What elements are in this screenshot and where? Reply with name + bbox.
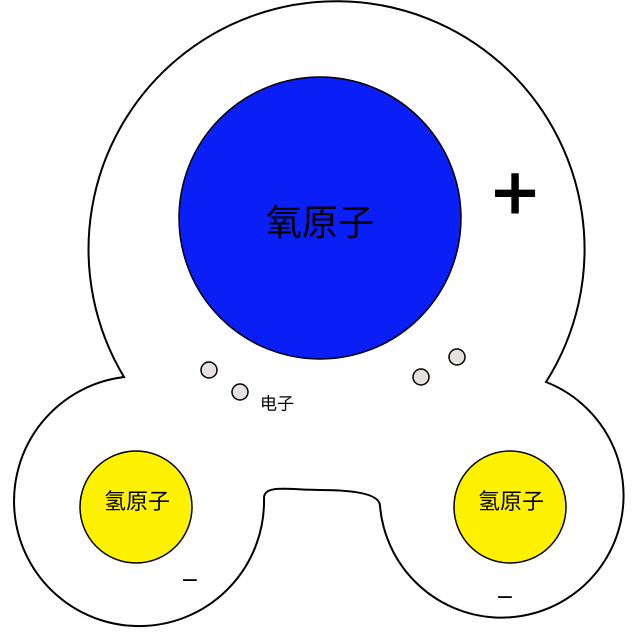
electron-label: 电子 [260,395,294,415]
hydrogen-atom-right [453,450,567,564]
electron [200,361,218,379]
oxygen-atom [178,76,462,360]
hydrogen-atom-left [79,450,193,564]
electron [412,368,430,386]
positive-charge-sign: + [488,156,542,230]
hydrogen-atom-left-label: 氢原子 [104,490,170,515]
electron [448,348,466,366]
negative-charge-sign-right: − [496,585,514,610]
electron [231,383,249,401]
oxygen-atom-label: 氧原子 [266,203,374,244]
negative-charge-sign-left: − [181,568,199,593]
hydrogen-atom-right-label: 氢原子 [478,490,544,515]
